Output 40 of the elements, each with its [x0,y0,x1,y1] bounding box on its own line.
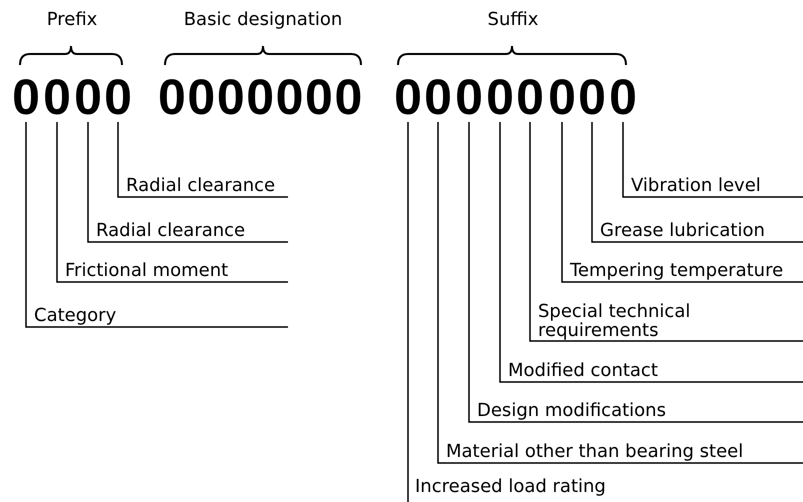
code-digit: 0 [41,72,73,122]
leader-line [468,121,803,423]
leader-line [622,121,803,198]
leader-line [87,121,289,243]
callout-label: Tempering temperature [570,260,784,281]
callout-label: Grease lubrication [600,220,765,241]
code-digit: 0 [607,72,639,122]
callout-label: Vibration level [631,175,761,196]
group-heading: Basic designation [184,10,342,30]
leader-line [407,121,409,502]
designation-digits: 0000000 [158,72,364,122]
code-digit: 0 [514,72,546,122]
callout-label: Material other than bearing steel [446,441,744,462]
callout-label: Radial clearance [96,220,246,241]
leader-line [56,121,289,283]
callout-label: Design modifications [477,400,666,421]
callout-label: Category [34,305,116,326]
code-digit: 0 [484,72,516,122]
group-heading: Prefix [46,10,98,30]
leader-line [529,121,803,342]
code-digit: 0 [102,72,134,122]
code-digit: 0 [422,72,454,122]
code-digit: 0 [546,72,578,122]
callout-label: Modified contact [508,360,658,381]
leader-line [499,121,803,383]
leader-line [117,121,289,198]
code-digit: 0 [10,72,42,122]
callout-label: Radial clearance [126,175,276,196]
code-digit: 0 [72,72,104,122]
leader-line [561,121,803,283]
group-heading: Suffix [488,10,538,30]
code-digit: 0 [576,72,608,122]
callout-label: Special technical requirements [538,302,718,340]
code-digit: 0 [453,72,485,122]
code-digit: 0 [392,72,424,122]
leader-line [25,121,289,328]
leader-line [591,121,803,243]
callout-label: Frictional moment [65,260,228,281]
callout-label: Increased load rating [409,476,606,497]
leader-line [437,121,803,464]
